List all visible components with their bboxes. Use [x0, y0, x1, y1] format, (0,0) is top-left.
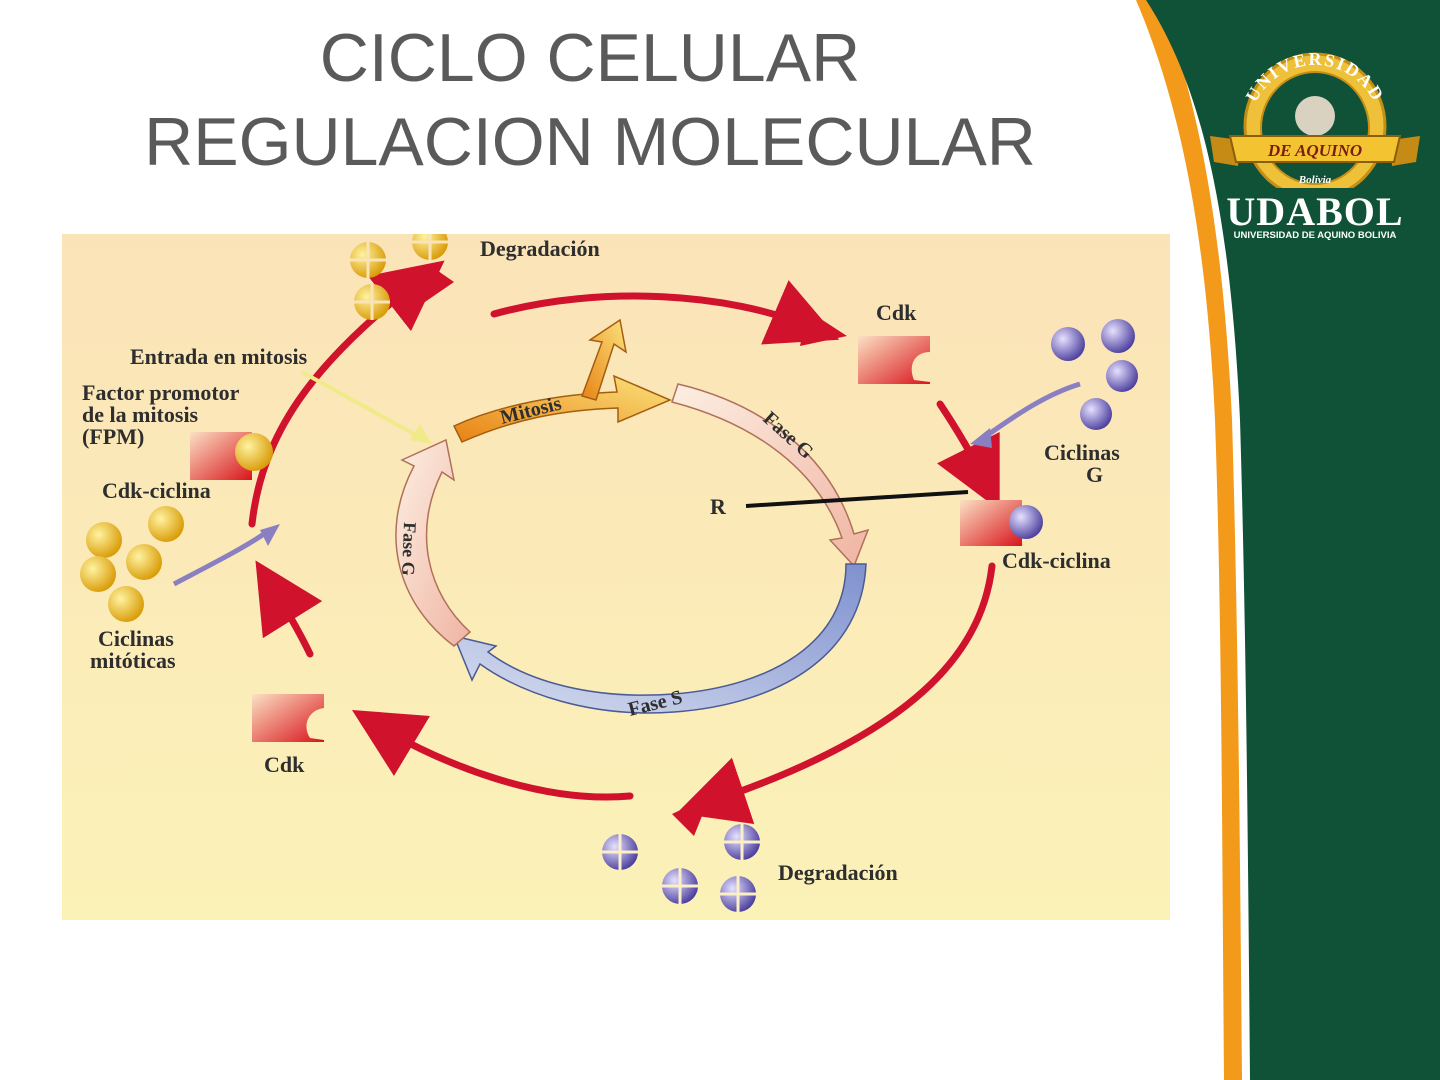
mitotic-cyclins-icons: [80, 506, 184, 622]
label-degradacion-bottom: Degradación: [778, 860, 898, 885]
cyclins-g-icons: [1051, 319, 1138, 430]
fpm-complex-icon: [190, 432, 273, 480]
mitosis-branch-arrow: [581, 318, 628, 401]
lilac-arrowhead-left: [260, 524, 280, 546]
label-cdk-ciclina-right: Cdk-ciclina: [1002, 548, 1111, 573]
label-phase-g-left: Fase G: [398, 522, 420, 576]
label-fpm-line3: (FPM): [82, 424, 144, 449]
cdk-icon-top-right: [858, 336, 930, 384]
lilac-arrow-right: [980, 381, 1081, 442]
cdk-cyclin-complex-right: [960, 500, 1043, 546]
red-arrow-bottom: [351, 710, 634, 801]
label-fpm-line2: de la mitosis: [82, 402, 199, 427]
label-degradacion-top: Degradación: [480, 236, 600, 261]
label-cdk-bottom-left: Cdk: [264, 752, 305, 777]
slide-title-line1: CICLO CELULAR: [319, 20, 861, 96]
diagram-background: [62, 234, 1170, 920]
red-arrowheads: [262, 264, 998, 836]
degraded-purple-cyclins: [602, 824, 760, 912]
logo-ribbon-text: DE AQUINO: [1267, 141, 1362, 160]
red-arrow-top: [490, 280, 840, 345]
label-entrada-mitosis: Entrada en mitosis: [130, 344, 308, 369]
label-r-point: R: [710, 494, 727, 519]
udabol-logo: UNIVERSIDAD DE AQUINO Bolivia UDABOL UNI…: [1200, 38, 1430, 248]
label-ciclinas-mitoticas-line1: Ciclinas: [98, 626, 174, 651]
r-checkpoint-line: [745, 490, 969, 508]
label-ciclinas-g-line1: Ciclinas: [1044, 440, 1120, 465]
phase-mitosis: [452, 374, 672, 443]
label-cdk-ciclina-left: Cdk-ciclina: [102, 478, 211, 503]
phase-g-right: [671, 383, 870, 568]
lilac-arrow-left: [172, 529, 269, 587]
label-fpm-line1: Factor promotor: [82, 380, 240, 405]
red-arrow-right-lower: [676, 562, 996, 824]
cell-cycle-diagram: Degradación Cdk Entrada en mitosis Facto…: [62, 234, 1170, 920]
entry-arrowhead: [410, 424, 432, 444]
entry-arrow: [301, 370, 415, 436]
logo-brand: UDABOL: [1226, 189, 1404, 234]
logo-subtitle: UNIVERSIDAD DE AQUINO BOLIVIA: [1233, 230, 1397, 241]
degraded-yellow-cyclins: [350, 234, 448, 320]
phase-g-left: [395, 438, 472, 647]
cycle-ring: [395, 318, 870, 714]
label-ciclinas-g-line2: G: [1086, 462, 1103, 487]
logo-country: Bolivia: [1298, 174, 1332, 186]
label-ciclinas-mitoticas-line2: mitóticas: [90, 648, 176, 673]
lilac-arrowhead-right: [970, 428, 992, 448]
university-seal-icon: UNIVERSIDAD DE AQUINO Bolivia: [1210, 49, 1420, 200]
label-cdk-top-right: Cdk: [876, 300, 917, 325]
slide-title-line2: REGULACION MOLECULAR: [144, 104, 1036, 180]
cdk-icon-bottom-left: [252, 694, 324, 742]
